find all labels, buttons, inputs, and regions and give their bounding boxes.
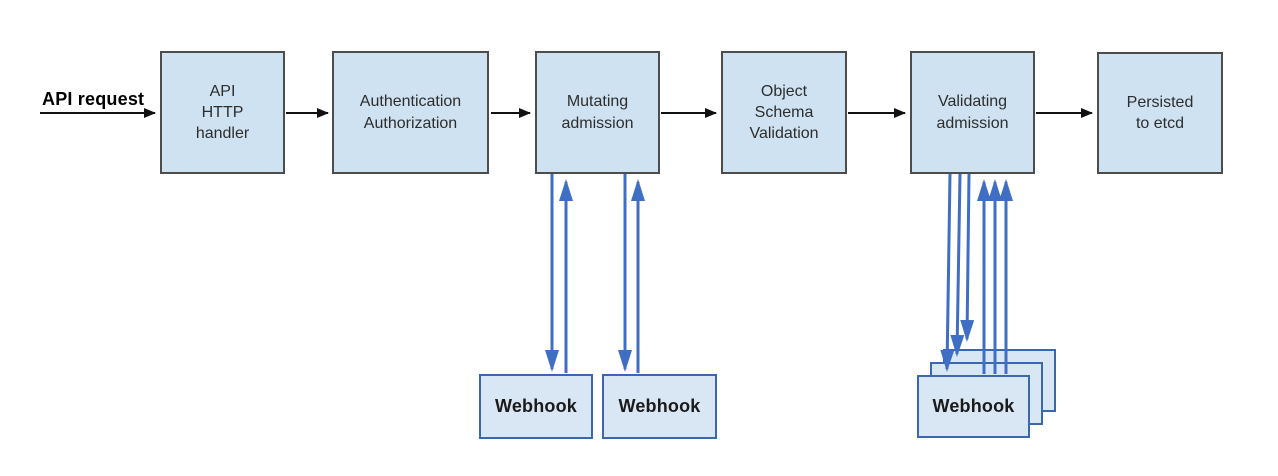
arrow-validating-webhook-down-2 — [950, 173, 965, 357]
webhook-mutating-2: Webhook — [602, 374, 717, 439]
node-label: Persisted to etcd — [1126, 93, 1194, 132]
node-mutating-admission: Mutating admission — [535, 51, 660, 174]
node-label: Object Schema Validation — [749, 82, 819, 143]
node-label: API HTTP handler — [195, 82, 250, 143]
node-label: Authentication Authorization — [359, 93, 462, 132]
node-api-http-handler: API HTTP handler — [160, 51, 285, 174]
node-object-schema-validation: Object Schema Validation — [721, 51, 847, 174]
arrow-validating-webhook-down-3 — [960, 173, 975, 342]
webhook-mutating-1: Webhook — [479, 374, 593, 439]
webhook-label: Webhook — [494, 396, 578, 416]
node-label: Mutating admission — [561, 93, 634, 132]
arrow-validating-webhook-down-1 — [940, 173, 955, 372]
webhook-label: Webhook — [932, 396, 1015, 416]
node-persisted-to-etcd: Persisted to etcd — [1097, 52, 1223, 174]
webhook-label: Webhook — [618, 396, 701, 416]
api-request-label: API request — [42, 89, 145, 109]
node-label: Validating admission — [936, 93, 1009, 132]
node-authentication-authorization: Authentication Authorization — [332, 51, 489, 174]
webhook-validating-front: Webhook — [917, 375, 1030, 438]
node-validating-admission: Validating admission — [910, 51, 1035, 174]
